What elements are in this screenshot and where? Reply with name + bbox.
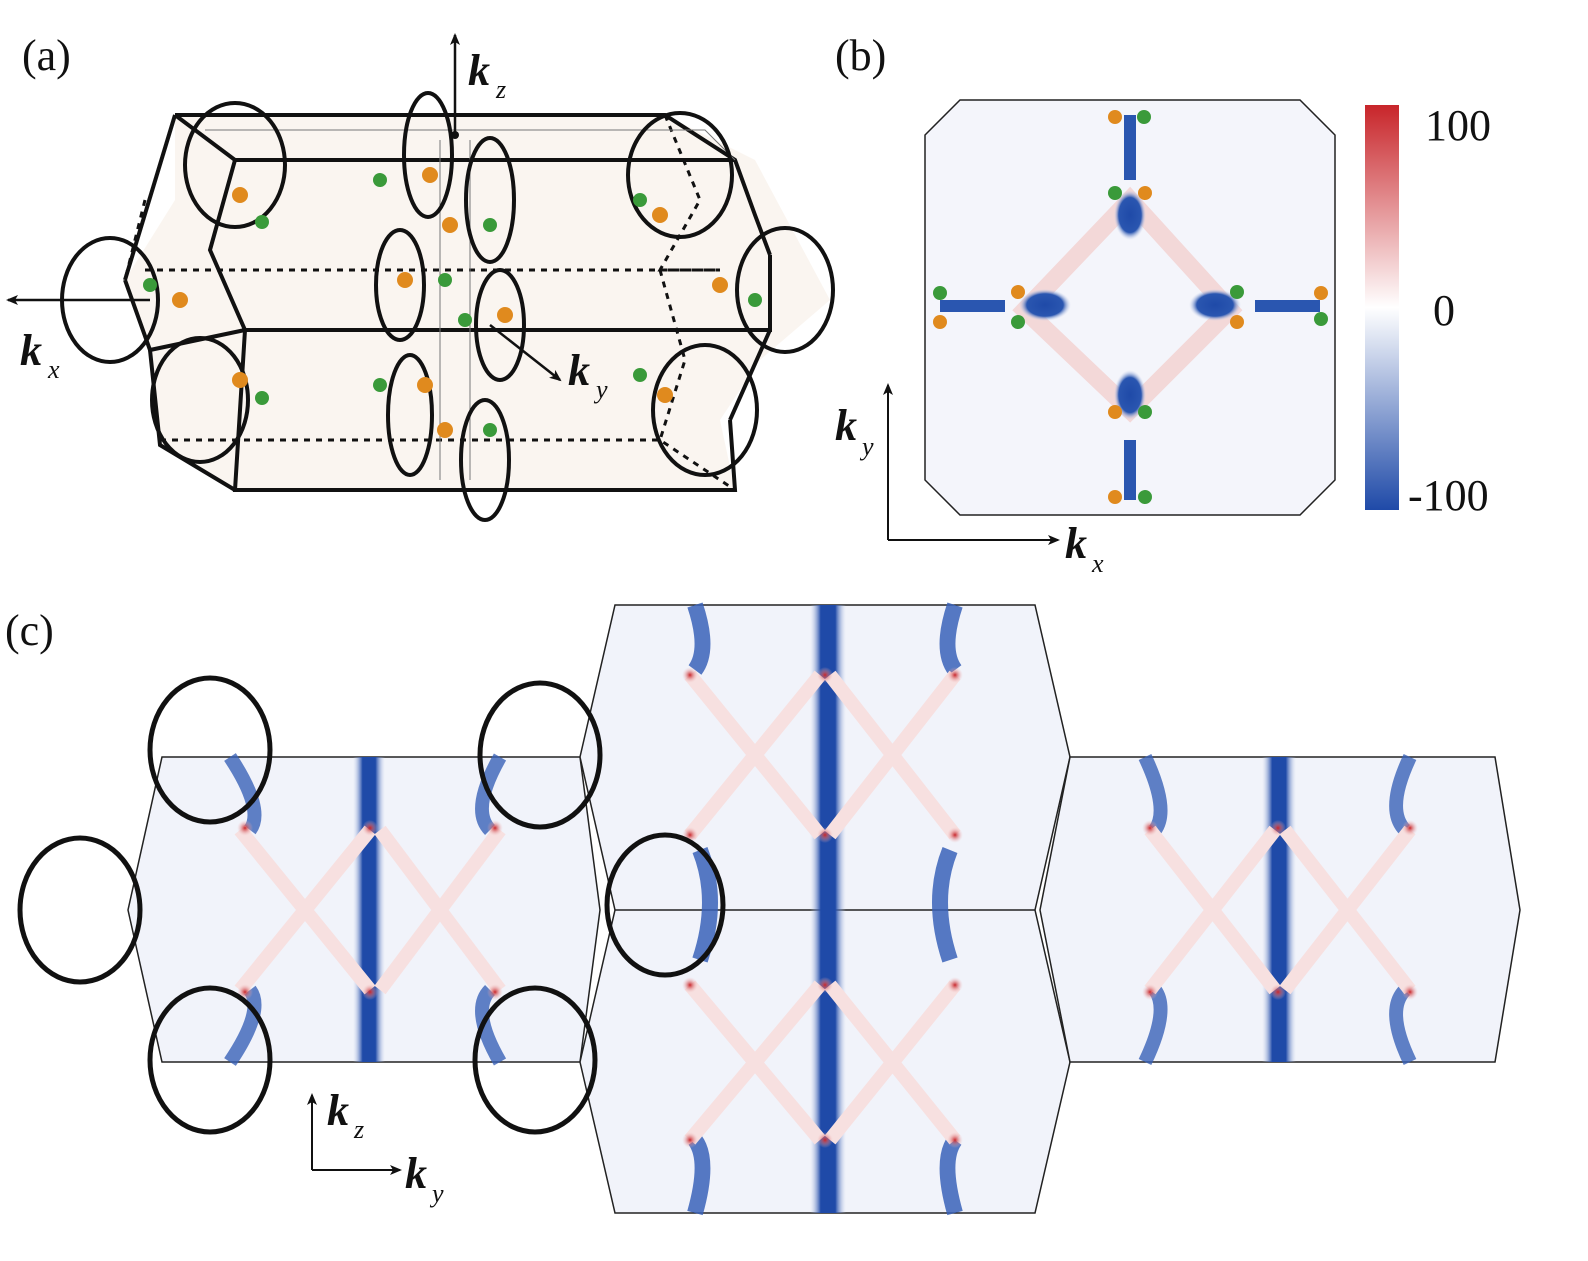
nodal-ring xyxy=(477,680,603,830)
axis-label-kx: k xyxy=(20,326,42,375)
colorbar-mid-label: 0 xyxy=(1433,286,1455,335)
nodal-ring xyxy=(735,226,835,354)
axis-label-kz-sub: z xyxy=(353,1115,364,1144)
sink-markers xyxy=(143,173,762,437)
axis-label-ky: k xyxy=(405,1149,427,1198)
nodal-ring xyxy=(374,228,426,342)
axis-label-kx-sub: x xyxy=(47,355,60,384)
slab-right xyxy=(1039,754,1521,1066)
nodal-ring xyxy=(626,111,734,239)
panel-c: (c) xyxy=(5,602,1521,1216)
axis-origin-dot xyxy=(451,131,459,139)
nodal-ring xyxy=(651,343,759,477)
nodal-ring xyxy=(464,136,516,264)
axis-label-ky-sub: y xyxy=(593,375,608,404)
source-markers xyxy=(172,167,728,438)
nodal-rings-a xyxy=(60,91,835,522)
axis-label-kz-sub: z xyxy=(495,75,506,104)
nodal-rings-c xyxy=(17,675,726,1135)
axis-label-kz: k xyxy=(468,46,490,95)
nodal-ring xyxy=(150,336,250,464)
panel-c-label: (c) xyxy=(5,606,54,655)
nodal-ring xyxy=(17,835,143,985)
nodal-ring xyxy=(459,398,511,522)
panel-b: (b) xyxy=(835,31,1491,578)
source-markers xyxy=(933,110,1328,504)
panel-b-label: (b) xyxy=(835,31,886,80)
colorbar-max-label: 100 xyxy=(1425,101,1491,150)
nodal-ring xyxy=(183,101,287,229)
slab-middle xyxy=(579,602,1071,1216)
axis-label-ky: k xyxy=(568,346,590,395)
bz-slice-kx-ky xyxy=(924,99,1336,516)
axis-label-ky-sub: y xyxy=(859,432,874,461)
nodal-ring xyxy=(147,985,273,1135)
axis-label-ky: k xyxy=(835,401,857,450)
axis-label-ky-sub: y xyxy=(429,1179,444,1208)
negative-lobes xyxy=(940,115,1320,500)
panel-a-label: (a) xyxy=(22,31,71,80)
sink-markers xyxy=(933,110,1328,504)
ky-axis-arrow xyxy=(489,324,562,382)
nodal-ring xyxy=(472,985,598,1135)
markers-b xyxy=(933,110,1328,504)
colorbar-min-label: -100 xyxy=(1408,471,1489,520)
axis-label-kx-sub: x xyxy=(1091,549,1104,578)
nodal-ring xyxy=(474,268,526,382)
slab-left xyxy=(127,753,601,1066)
inner-guide-lines xyxy=(205,129,736,480)
nodal-ring xyxy=(147,675,273,825)
weyl-markers-a xyxy=(143,167,762,438)
nodal-ring xyxy=(386,353,434,477)
nodal-ring xyxy=(604,832,726,978)
colorbar xyxy=(1365,105,1399,510)
nodal-ring xyxy=(402,91,454,219)
axis-label-kz: k xyxy=(327,1086,349,1135)
axis-label-kx: k xyxy=(1065,519,1087,568)
panel-a: (a) xyxy=(6,31,835,522)
